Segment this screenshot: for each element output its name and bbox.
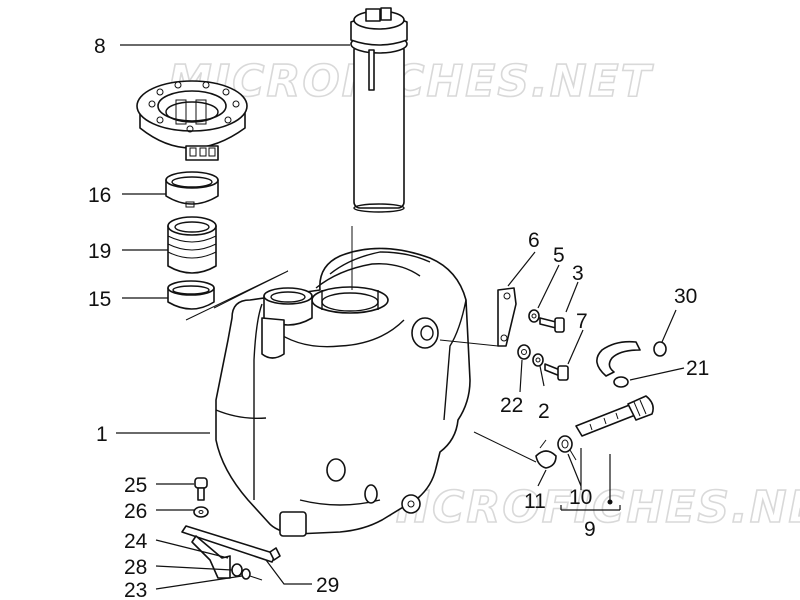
callout-26: 26 <box>124 500 147 523</box>
screw-23 <box>241 568 263 581</box>
callout-21: 21 <box>686 357 709 380</box>
callout-16: 16 <box>88 184 111 207</box>
callout-8: 8 <box>94 35 106 58</box>
callout-7: 7 <box>576 310 588 333</box>
callout-28: 28 <box>124 556 147 579</box>
leader-tank-to-tap <box>473 431 537 463</box>
leader-clamp-to-neck <box>185 270 289 321</box>
support-plate <box>181 525 281 579</box>
o-ring-10 <box>557 435 573 453</box>
hose-clamp-11 <box>535 439 557 469</box>
washer-spring <box>532 353 544 367</box>
bolt-25 <box>194 477 208 501</box>
bolt-lower <box>544 363 569 381</box>
hose-clamp-lower <box>167 280 215 310</box>
hose-clip-30 <box>653 341 667 357</box>
leader-lines <box>116 44 685 590</box>
callout-1: 1 <box>96 423 108 446</box>
callout-5: 5 <box>553 244 565 267</box>
fuel-tap <box>575 395 654 437</box>
tap-screw <box>569 449 577 461</box>
callout-30: 30 <box>674 285 697 308</box>
callout-6: 6 <box>528 229 540 252</box>
rubber-mount-28 <box>231 563 243 577</box>
washer-26 <box>193 506 209 518</box>
washer-upper <box>528 309 540 323</box>
rubber-sleeve <box>167 216 217 274</box>
mounting-bracket <box>497 287 517 347</box>
callout-15: 15 <box>88 288 111 311</box>
fuel-hose <box>596 340 641 377</box>
fuel-pump-flange <box>136 80 248 161</box>
callout-23: 23 <box>124 579 147 600</box>
hose-clamp-upper <box>165 171 219 208</box>
watermark-bottom: MICROFICHES.NET <box>368 482 800 533</box>
callout-19: 19 <box>88 240 111 263</box>
callout-3: 3 <box>572 262 584 285</box>
callout-2: 2 <box>538 400 550 423</box>
callout-25: 25 <box>124 474 147 497</box>
fuel-tank <box>215 247 471 537</box>
fuel-level-sender <box>350 7 408 213</box>
watermark-top: MICROFICHES.NET <box>168 56 654 107</box>
hose-clip-21 <box>613 376 629 388</box>
washer-flat <box>517 344 531 360</box>
leader-port-to-bracket <box>439 339 499 347</box>
callout-22: 22 <box>500 394 523 417</box>
callout-24: 24 <box>124 530 148 553</box>
callout-29: 29 <box>316 574 339 597</box>
callout-10: 10 <box>569 486 592 509</box>
callout-9: 9 <box>584 518 596 541</box>
bolt-upper <box>539 317 565 333</box>
callout-11: 11 <box>524 490 546 513</box>
